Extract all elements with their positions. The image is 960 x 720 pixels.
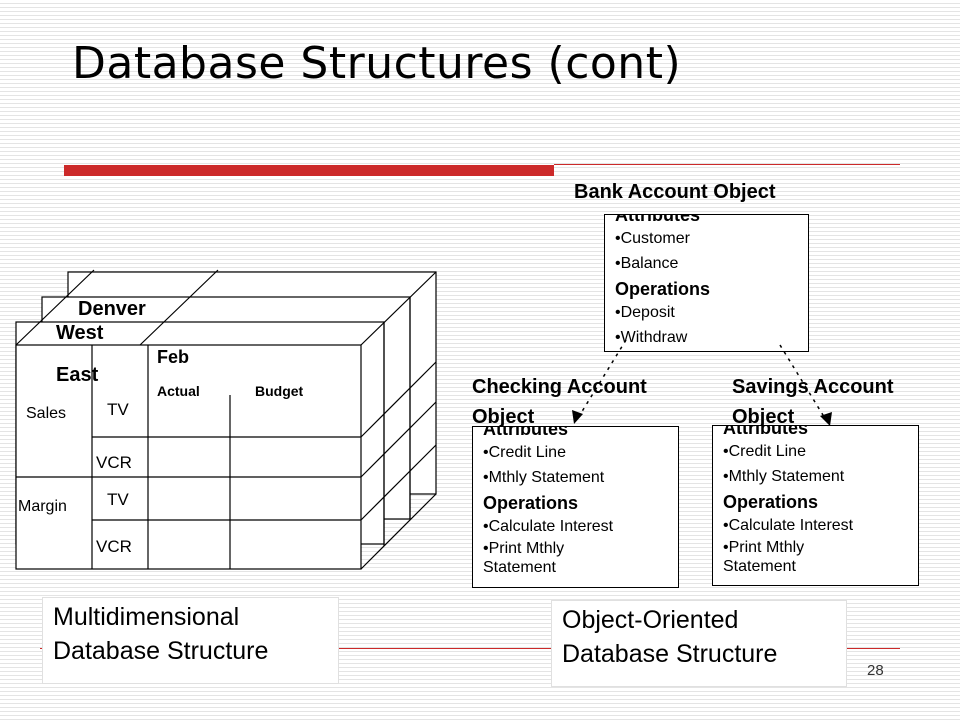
operations-heading: Operations [615,279,711,299]
attributes-heading: Attributes [483,426,568,439]
bank-account-box: Attributes •Customer •Balance Operations… [604,214,809,352]
operation-item: •Withdraw [615,329,688,346]
layer-label-east: East [56,364,99,386]
operation-item: Statement [483,559,556,576]
attribute-item: •Credit Line [723,443,806,460]
operation-item: •Deposit [615,304,675,321]
attribute-item: •Credit Line [483,444,566,461]
product-label: TV [107,490,129,509]
title-accent-bar [64,165,554,176]
title-line: Checking Account [472,376,647,398]
multidimensional-caption: Multidimensional Database Structure [42,597,339,684]
month-label: Feb [157,347,190,367]
checking-account-box: Attributes •Credit Line •Mthly Statement… [472,426,679,588]
operations-heading: Operations [483,493,579,513]
caption-line: Database Structure [53,637,269,665]
slide-title: Database Structures (cont) [72,38,682,89]
attribute-item: •Customer [615,230,690,247]
operation-item: •Calculate Interest [723,517,854,534]
title-accent-line [554,164,900,165]
operation-item: •Print Mthly [483,540,565,557]
operation-item: •Print Mthly [723,539,805,556]
column-label-actual: Actual [157,383,200,399]
product-label: TV [107,400,129,419]
arrowhead-savings [820,412,832,426]
connector-savings [779,344,827,421]
caption-line: Multidimensional [53,603,240,631]
savings-account-box: Attributes •Credit Line •Mthly Statement… [712,425,919,586]
savings-account-title: Savings Account Object [732,372,894,432]
layer-label-west: West [56,322,104,344]
product-label: VCR [96,453,132,472]
row-label-margin: Margin [18,498,67,515]
row-label-sales: Sales [26,405,67,422]
operation-item: Statement [723,558,796,575]
arrowhead-checking [572,410,583,424]
object-oriented-caption: Object-Oriented Database Structure [551,600,847,687]
product-label: VCR [96,537,132,556]
attributes-heading: Attributes [723,425,808,438]
attribute-item: •Balance [615,255,679,272]
operations-heading: Operations [723,492,819,512]
bank-account-title: Bank Account Object [574,181,776,203]
attribute-item: •Mthly Statement [483,469,605,486]
operation-item: •Calculate Interest [483,518,614,535]
page-number: 28 [867,662,884,679]
title-line: Object [732,406,795,428]
attribute-item: •Mthly Statement [723,468,845,485]
title-line: Savings Account [732,376,894,398]
title-line: Object [472,406,535,428]
attributes-heading: Attributes [615,214,700,225]
cube-front-face [15,344,362,570]
caption-line: Database Structure [562,640,778,668]
layer-label-denver: Denver [78,298,146,320]
column-label-budget: Budget [255,383,304,399]
caption-line: Object-Oriented [562,606,739,634]
footer-line [40,648,900,649]
checking-account-title: Checking Account Object [472,372,647,432]
